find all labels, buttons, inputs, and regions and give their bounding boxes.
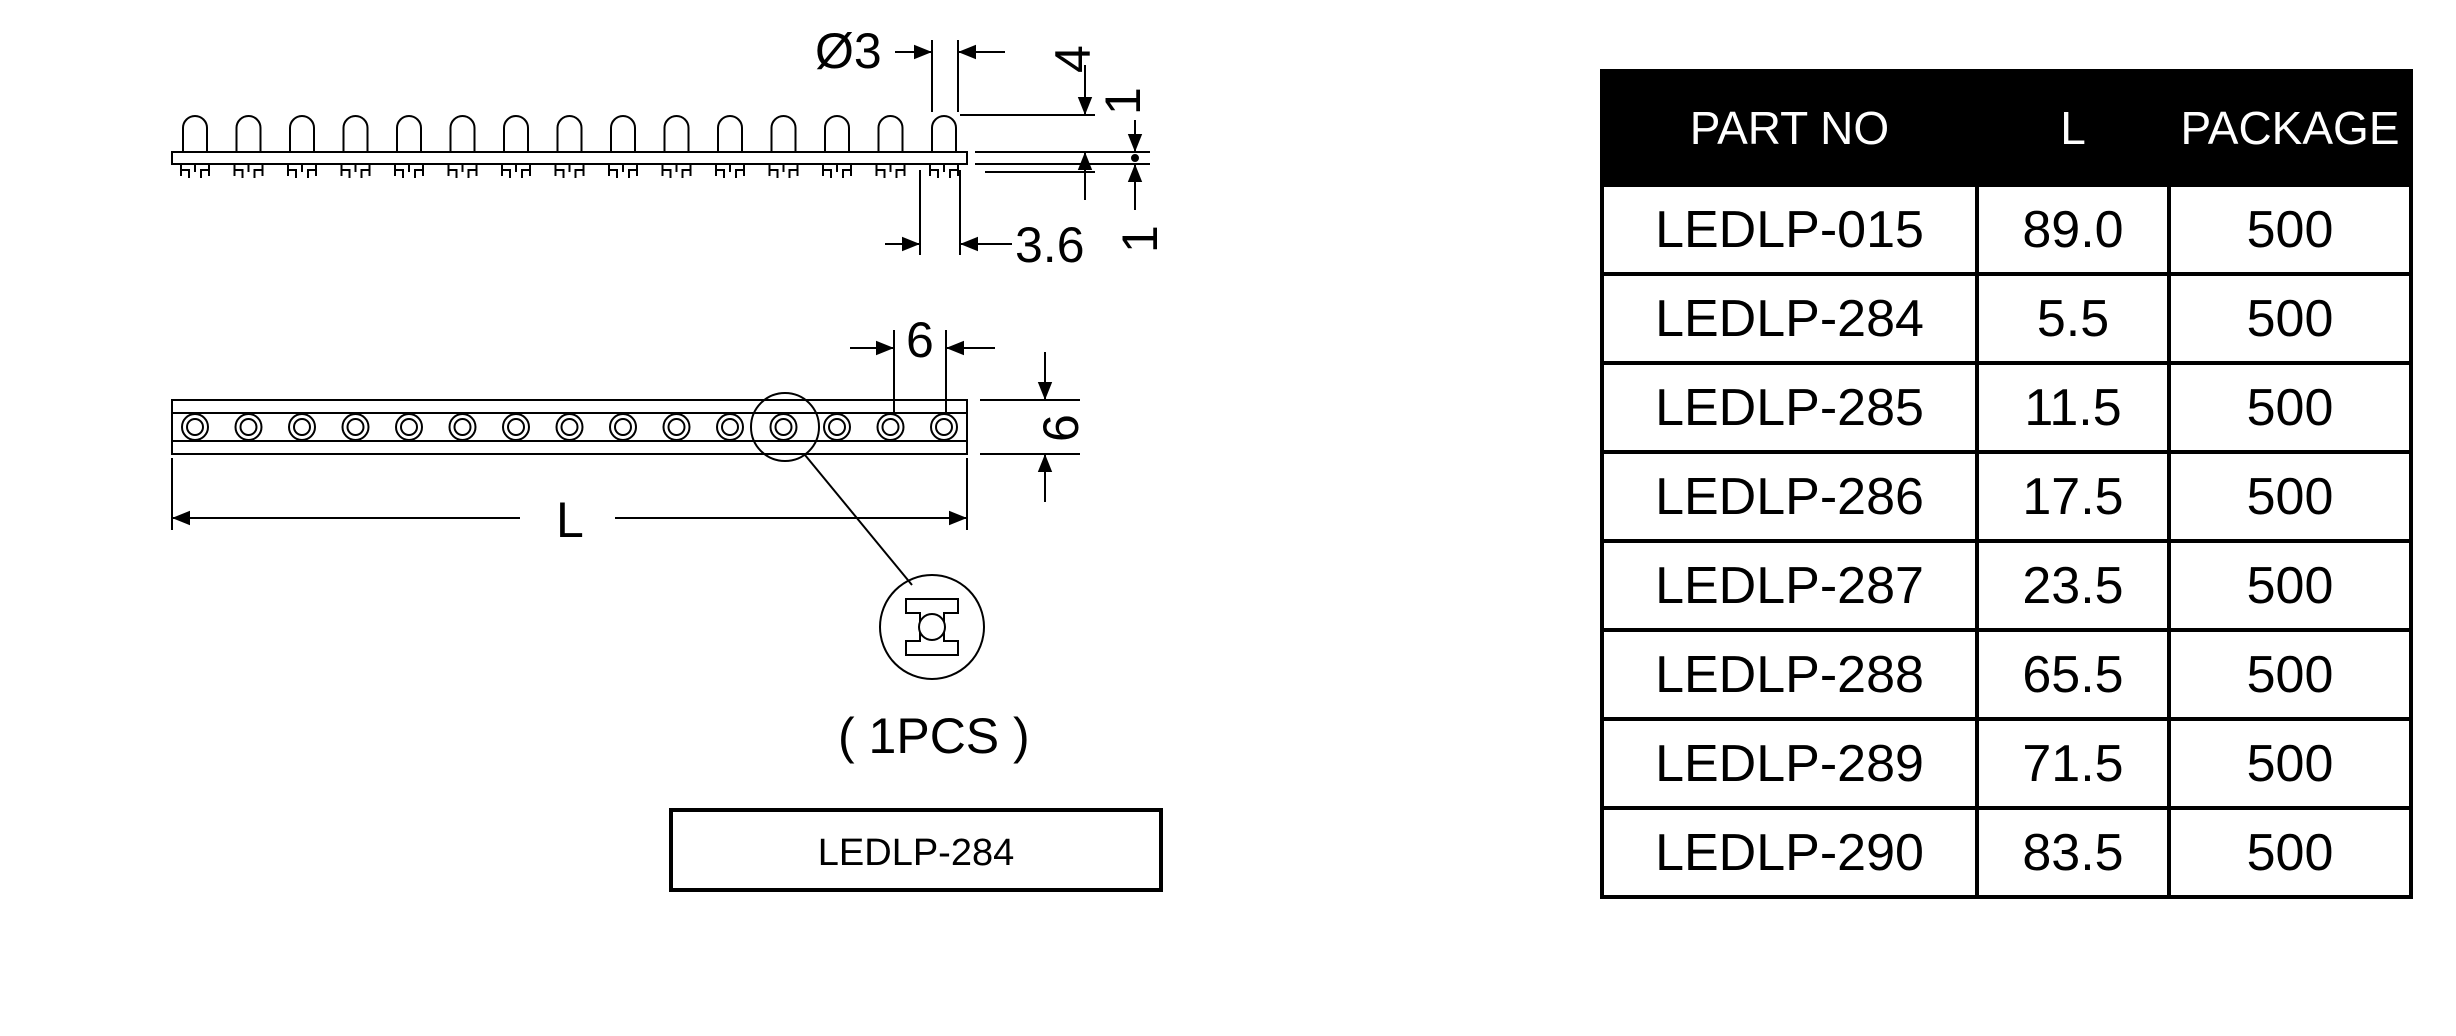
top-view [171,330,1080,680]
cell-length: 23.5 [1975,539,2171,632]
side-led [501,115,531,178]
side-led [822,115,852,178]
cell-length: 71.5 [1975,717,2171,810]
top-led [716,413,744,441]
top-led [876,413,905,441]
cell-package: 500 [2167,628,2413,721]
side-led-row [180,115,959,178]
side-led [287,115,317,178]
detail-caption: ( 1PCS ) [838,708,1030,764]
top-led [341,413,370,441]
side-led [554,115,585,178]
side-led [768,115,799,178]
top-led [662,413,691,441]
top-led [823,413,851,441]
cell-length: 65.5 [1975,628,2171,721]
cell-part-no: LEDLP-015 [1600,183,1979,276]
dim-length-label: L [556,492,584,548]
dim-strip-height-label: 6 [1033,414,1089,442]
top-led [234,413,263,441]
top-led [555,413,584,441]
top-led [288,413,316,441]
cell-part-no: LEDLP-288 [1600,628,1979,721]
cell-part-no: LEDLP-287 [1600,539,1979,632]
dim-thickness-top-label: 1 [1095,87,1151,115]
side-led [180,115,210,178]
top-led [181,413,209,441]
cell-package: 500 [2167,272,2413,365]
cell-length: 5.5 [1975,272,2171,365]
side-strip-body [171,151,968,165]
cell-length: 17.5 [1975,450,2171,543]
technical-drawing: Ø3 4 1 1 3.6 6 6 L ( 1PCS ) LEDLP-2 [171,23,1168,892]
table-header-row: PART NO L PACKAGE [1600,69,2413,187]
top-led [930,413,958,441]
side-led [340,115,371,178]
detail-callout-circle [750,392,820,462]
cell-package: 500 [2167,450,2413,543]
side-led [875,115,906,178]
dim-pitch-label: 6 [906,312,934,368]
cell-package: 500 [2167,183,2413,276]
dim-width-label: 3.6 [1015,217,1085,273]
part-label: LEDLP-284 [818,832,1014,874]
dim-thickness-bottom-label: 1 [1112,225,1168,253]
header-length: L [1975,69,2171,187]
cell-part-no: LEDLP-285 [1600,361,1979,454]
cell-package: 500 [2167,806,2413,899]
header-package: PACKAGE [2167,69,2413,187]
cell-part-no: LEDLP-289 [1600,717,1979,810]
cell-length: 89.0 [1975,183,2171,276]
dim-diameter-label: Ø3 [815,23,882,79]
side-led [661,115,692,178]
part-label-box [669,808,1163,892]
side-led [608,115,638,178]
side-led [929,115,959,178]
top-led [609,413,637,441]
header-part-no: PART NO [1600,69,1979,187]
top-led [448,413,477,441]
side-led [447,115,478,178]
side-led [715,115,745,178]
top-led [395,413,423,441]
cell-part-no: LEDLP-284 [1600,272,1979,365]
side-led [233,115,264,178]
cell-part-no: LEDLP-286 [1600,450,1979,543]
cell-package: 500 [2167,361,2413,454]
top-led-row [181,413,958,441]
dim-led-height-label: 4 [1045,45,1101,73]
cell-package: 500 [2167,717,2413,810]
top-led [769,413,798,441]
cell-length: 83.5 [1975,806,2171,899]
detail-view-circle [879,574,985,680]
cell-length: 11.5 [1975,361,2171,454]
top-led [502,413,530,441]
cell-part-no: LEDLP-290 [1600,806,1979,899]
cell-package: 500 [2167,539,2413,632]
side-led [394,115,424,178]
side-view [171,40,1150,255]
